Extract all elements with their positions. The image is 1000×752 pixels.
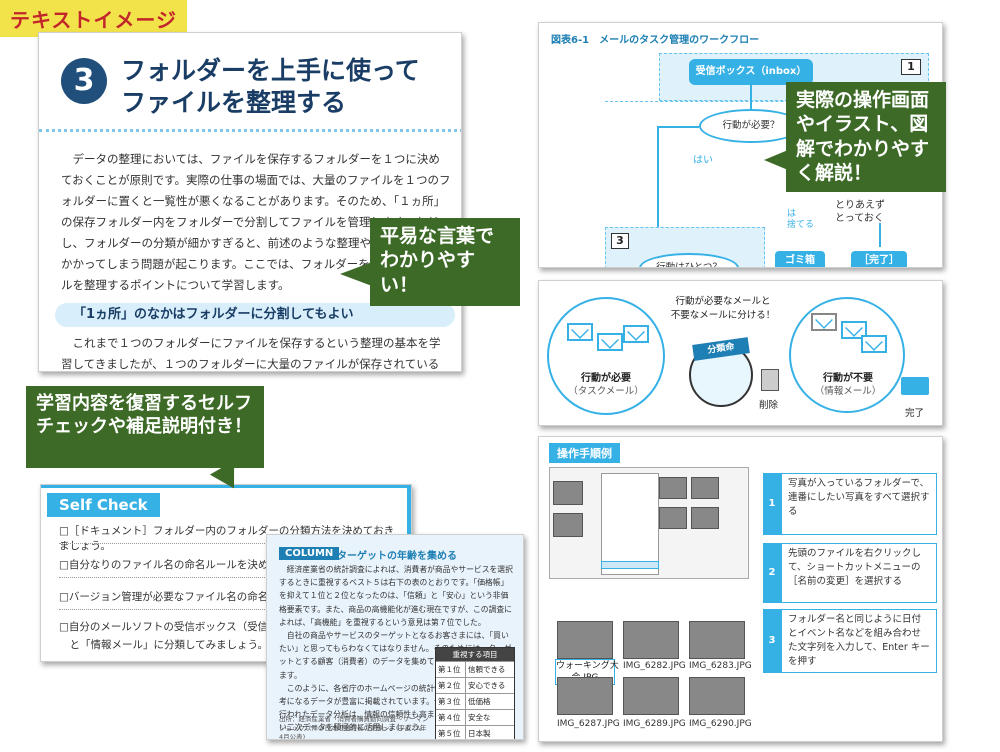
table-row: 第５位日本製 (436, 725, 514, 739)
photo-thumbnail (553, 481, 583, 505)
no-action-label: 行動が不要 (823, 373, 873, 384)
title-divider (39, 129, 461, 132)
photo-thumbnail (659, 507, 687, 529)
branch-line (657, 126, 659, 256)
body-text: これまで１つのフォルダーにファイルを保存するという整理の基本を学習してきましたが… (61, 336, 441, 371)
operation-steps-page: 操作手順例 1 写真が入っているフォルダーで、連番にしたい写真をすべて選択する … (538, 436, 943, 742)
action-needed-circle (547, 297, 665, 415)
main-text-page: 3 フォルダーを上手に使って ファイルを整理する データの整理においては、ファイ… (38, 32, 462, 372)
photo-thumbnail (689, 677, 745, 715)
photo-thumbnail (689, 621, 745, 659)
photo-thumbnail (557, 621, 613, 659)
check-item: □バージョン管理が必要なファイル名の命名ルールを決 (59, 591, 321, 603)
divider (59, 577, 399, 578)
photo-thumbnail (623, 677, 679, 715)
delete-label: 削除 (759, 400, 779, 411)
dash-line (605, 101, 929, 103)
intro-text: データの整理においては、ファイルを保存するフォルダーを１つに決めておくことが原則… (61, 152, 451, 292)
divider (59, 543, 399, 544)
column-title: ターゲットの年齢を集める (337, 551, 457, 562)
done-node: ［完了］ (851, 251, 907, 267)
inbox-node: 受信ボックス（inbox） (689, 59, 813, 85)
subheading: 「1ヵ所」のなかはフォルダーに分割してもよい (55, 303, 455, 327)
step-text-3: フォルダー名と同じように日付とイベント名などを組み合わせた文字列を入力して、En… (781, 609, 937, 673)
no-action-sublabel: （情報メール） (814, 386, 882, 397)
trash-can-icon (761, 369, 779, 391)
step-number-3: 3 (763, 609, 781, 673)
rename-menu-item[interactable] (601, 561, 659, 569)
label-discard: は 捨てる (787, 209, 815, 230)
step-number-1: 1 (763, 473, 781, 535)
photo-thumbnail (691, 477, 719, 499)
photo-thumbnail (623, 621, 679, 659)
box-number-1: 1 (901, 59, 921, 75)
table-row: 第１位信頼できる (436, 661, 514, 677)
table-row: 第３位低価格 (436, 693, 514, 709)
column-body: 経済産業省の統計調査によれば、消費者が商品やサービスを選択するときに重視するベス… (279, 565, 513, 733)
step-text-2: 先頭のファイルを右クリックして、ショートカットメニューの［名前の変更］を選択する (781, 543, 937, 603)
context-menu[interactable] (601, 473, 659, 575)
label-yes: はい (693, 155, 713, 166)
mail-icon (623, 325, 649, 343)
trash-node: ゴミ箱 (775, 251, 825, 267)
check-item: □自分のメールソフトの受信ボックス（受信トレイ）の (59, 621, 321, 633)
file-name: IMG_6283.JPG (689, 661, 752, 671)
arrow-line (750, 85, 752, 111)
complete-label: 完了 (905, 408, 925, 419)
top-rule (41, 485, 411, 488)
divider (59, 609, 399, 610)
callout-pointer (340, 262, 372, 286)
table-header: 重視する項目 (436, 648, 514, 661)
decision-action-needed: 行動が必要？ (699, 109, 803, 143)
title-line-2: ファイルを整理する (121, 88, 347, 117)
check-item-cont: と「情報メール」に分類してみましょう。 (59, 639, 269, 651)
file-name: IMG_6282.JPG (623, 661, 686, 671)
column-source: 出所：経済産業省「消費者購買動向調査～リーマンショック以降の日本の消費者の実像～… (279, 715, 429, 740)
title-line-1: フォルダーを上手に使って (121, 56, 420, 85)
callout-visual-explanation: 実際の操作画面やイラスト、図解でわかりやすく解説！ (786, 82, 946, 192)
action-needed-sublabel: （タスクメール） (568, 386, 644, 397)
priority-table: 重視する項目 第１位信頼できる 第２位安心できる 第３位低価格 第４位安全な 第… (435, 647, 515, 739)
step-number-2: 2 (763, 543, 781, 603)
file-name: IMG_6290.JPG (689, 719, 752, 729)
file-name: IMG_6289.JPG (623, 719, 686, 729)
label-keep: とりあえず とっておく (835, 200, 885, 224)
self-check-title: Self Check (47, 493, 160, 517)
mail-icon (811, 313, 837, 331)
mail-sorting-illustration: 行動が必要 （タスクメール） 行動が必要なメールと 不要なメールに分ける！ 分類… (538, 280, 943, 426)
arrow-line (879, 223, 881, 247)
photo-thumbnail (557, 677, 613, 715)
step-text-1: 写真が入っているフォルダーで、連番にしたい写真をすべて選択する (781, 473, 937, 535)
callout-plain-language: 平易な言葉でわかりやすい！ (370, 218, 520, 306)
section-title: フォルダーを上手に使って ファイルを整理する (121, 55, 451, 119)
branch-line (657, 126, 699, 128)
table-row: 第４位安全な (436, 709, 514, 725)
photo-thumbnail (553, 513, 583, 537)
text-image-tag: テキストイメージ (0, 0, 187, 37)
mail-icon (567, 323, 593, 341)
photo-thumbnail (659, 477, 687, 499)
check-item: □自分なりのファイル名の命名ルールを決めておきま (59, 559, 311, 571)
table-row: 第２位安心できる (436, 677, 514, 693)
callout-pointer (764, 150, 788, 170)
figure-caption: 図表6-1 メールのタスク管理のワークフロー (551, 35, 760, 46)
column-page: COLUMN ターゲットの年齢を集める 経済産業省の統計調査によれば、消費者が商… (266, 534, 524, 740)
photo-thumbnail (691, 507, 719, 529)
callout-self-check: 学習内容を復習するセルフチェックや補足説明付き！ (26, 386, 264, 468)
action-needed-label: 行動が必要 (581, 373, 631, 384)
file-name: IMG_6287.JPG (557, 719, 620, 729)
mail-icon (597, 333, 623, 351)
section-number: 3 (61, 58, 107, 104)
mail-icon (861, 335, 887, 353)
folder-icon (901, 377, 929, 395)
no-action-circle (789, 297, 905, 413)
sorting-caption: 行動が必要なメールと 不要なメールに分ける！ (670, 296, 776, 321)
steps-header: 操作手順例 (549, 443, 620, 463)
box-number-3: 3 (611, 233, 629, 249)
column-label: COLUMN (279, 547, 340, 560)
